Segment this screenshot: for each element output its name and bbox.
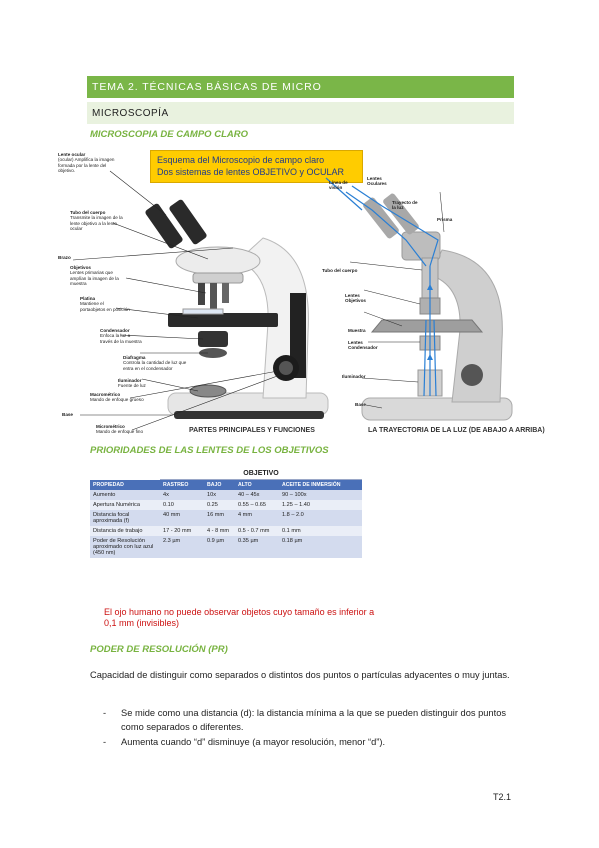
table-group-header: OBJETIVO — [160, 468, 362, 480]
table-cell: 0.35 µm — [235, 536, 279, 558]
table-cell: 90 – 100x — [279, 490, 362, 500]
table-cell: 16 mm — [204, 510, 235, 526]
table-header-row: PROPIEDAD RASTREO BAJO ALTO ACEITE DE IN… — [90, 479, 362, 490]
table-cell: Apertura Numérica — [90, 500, 160, 510]
table-row: Apertura Numérica 0.10 0.25 0.55 – 0.65 … — [90, 500, 362, 510]
table-cell: 40 mm — [160, 510, 204, 526]
heading-lens-priorities: PRIORIDADES DE LAS LENTES DE LOS OBJETIV… — [90, 445, 329, 456]
bullet-text: Se mide como una distancia (d): la dista… — [121, 708, 507, 732]
bullet-marker: - — [103, 737, 107, 747]
label-tubo-cuerpo-right: Tubo del cuerpo — [322, 268, 358, 273]
diagram-callout: Esquema del Microscopio de campo claro D… — [150, 150, 363, 183]
callout-line-1: Esquema del Microscopio de campo claro — [157, 155, 325, 165]
label-trayecto-luz: Trayecto de la luz — [392, 200, 418, 211]
table-cell: 40 – 45x — [235, 490, 279, 500]
table-cell: 4x — [160, 490, 204, 500]
table-group-header-row: OBJETIVO — [90, 468, 362, 480]
callout-line-2: Dos sistemas de lentes OBJETIVO y OCULAR — [157, 167, 345, 177]
label-lentes-condensador: Lentes Condensador — [348, 340, 378, 351]
table-cell: Aumento — [90, 490, 160, 500]
label-lentes-objetivos: Lentes Objetivos — [345, 293, 366, 304]
table-cell: 0.18 µm — [279, 536, 362, 558]
right-figure-caption: LA TRAYECTORIA DE LA LUZ (DE ABAJO A ARR… — [368, 427, 545, 434]
table-cell: 0.5 - 0.7 mm — [235, 526, 279, 536]
label-prisma: Prisma — [437, 217, 453, 222]
table-cell: 0.25 — [204, 500, 235, 510]
label-linea-vision: Línea de visión — [329, 180, 348, 191]
column-header: PROPIEDAD — [90, 479, 160, 490]
label-base: Base — [62, 412, 73, 417]
topic-header: TEMA 2. TÉCNICAS BÁSICAS DE MICRO — [87, 76, 514, 98]
left-figure-caption: PARTES PRINCIPALES Y FUNCIONES — [189, 427, 315, 434]
table-cell: 0.55 – 0.65 — [235, 500, 279, 510]
column-header: BAJO — [204, 479, 235, 490]
label-base-right: Base — [355, 402, 366, 407]
table-cell: 1.25 – 1.40 — [279, 500, 362, 510]
table-cell: 0.1 mm — [279, 526, 362, 536]
table-cell: 10x — [204, 490, 235, 500]
table-row: Distancia focal aproximada (f) 40 mm 16 … — [90, 510, 362, 526]
table-cell: 4 mm — [235, 510, 279, 526]
heading-resolving-power: PODER DE RESOLUCIÓN (PR) — [90, 644, 228, 655]
table-cell: 2.3 µm — [160, 536, 204, 558]
objective-table: OBJETIVO PROPIEDAD RASTREO BAJO ALTO ACE… — [90, 468, 362, 558]
page-number: T2.1 — [493, 792, 512, 802]
section-header: MICROSCOPÍA — [87, 102, 514, 124]
label-iluminador-right: Iluminador — [342, 374, 366, 379]
label-lentes-oculares: Lentes Oculares — [367, 176, 387, 187]
bullet-text: Aumenta cuando “d” disminuye (a mayor re… — [121, 737, 386, 747]
column-header: ACEITE DE INMERSIÓN — [279, 479, 362, 490]
table-cell: 4 - 8 mm — [204, 526, 235, 536]
table-cell: 17 - 20 mm — [160, 526, 204, 536]
light-path-figure — [325, 177, 513, 421]
heading-brightfield: MICROSCOPIA DE CAMPO CLARO — [90, 129, 248, 140]
label-brazo: Brazo — [58, 255, 71, 260]
column-header: RASTREO — [160, 479, 204, 490]
column-header: ALTO — [235, 479, 279, 490]
microscope-parts-figure — [72, 170, 329, 431]
resolution-definition: Capacidad de distinguir como separados o… — [90, 670, 510, 680]
table-cell: 0.9 µm — [204, 536, 235, 558]
table-cell: 1.8 – 2.0 — [279, 510, 362, 526]
table-cell: Poder de Resolución aproximado con luz a… — [90, 536, 160, 558]
table-row: Distancia de trabajo 17 - 20 mm 4 - 8 mm… — [90, 526, 362, 536]
table-cell: Distancia de trabajo — [90, 526, 160, 536]
label-muestra: Muestra — [348, 328, 366, 333]
eye-limit-note: El ojo humano no puede observar objetos … — [104, 607, 375, 628]
table-cell: Distancia focal aproximada (f) — [90, 510, 160, 526]
bullet-marker: - — [103, 708, 107, 718]
table-row: Poder de Resolución aproximado con luz a… — [90, 536, 362, 558]
table-cell: 0.10 — [160, 500, 204, 510]
label-lente-ocular: Lente ocular(ocular) Amplifica la imagen… — [58, 152, 115, 174]
table-row: Aumento 4x 10x 40 – 45x 90 – 100x — [90, 490, 362, 500]
